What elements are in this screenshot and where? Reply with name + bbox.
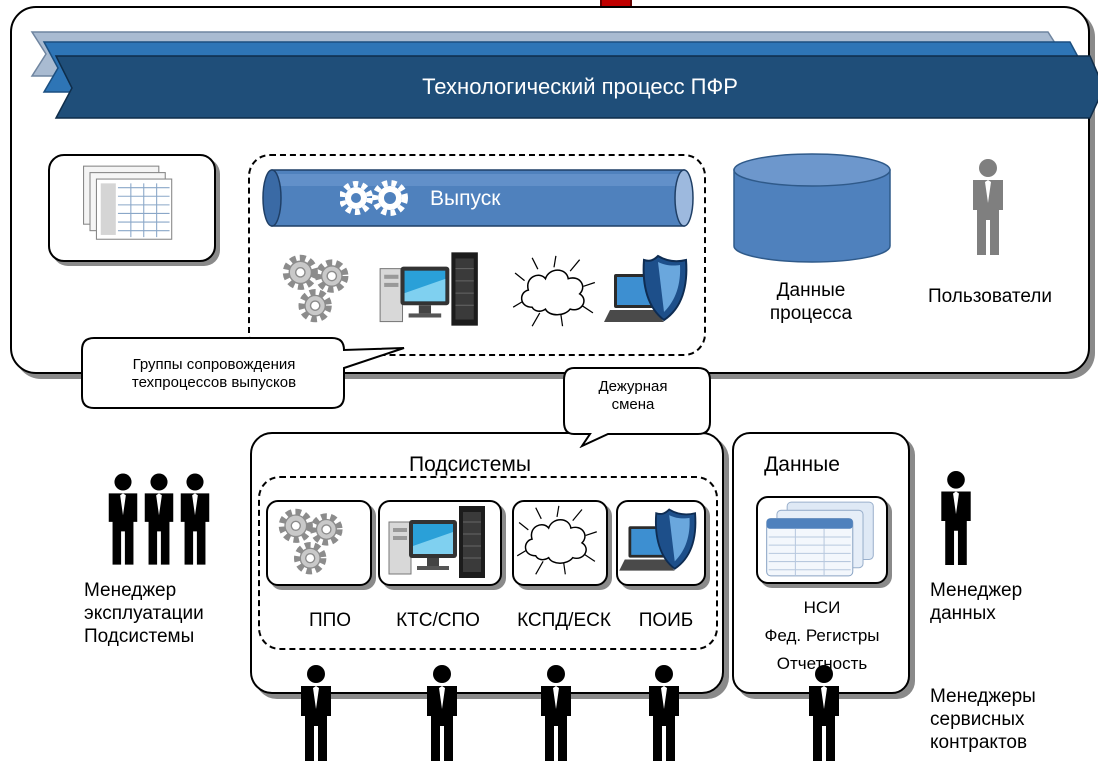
contract-manager-person-icon	[804, 664, 844, 764]
data-item-fed-registers: Фед. Регистры	[764, 626, 880, 645]
data-manager-person-icon	[936, 470, 976, 568]
banner-title: Технологический процесс ПФР	[422, 74, 738, 99]
server-workstation-icon	[374, 248, 486, 330]
network-cloud-icon	[514, 504, 600, 578]
subsystem-label-poib: ПОИБ	[638, 610, 694, 631]
release-gears-icon	[340, 180, 408, 216]
release-pipe	[262, 169, 694, 227]
contract-managers-label: Менеджеры сервисных контрактов	[930, 686, 1036, 753]
duty-shift-text: Дежурная смена	[598, 378, 668, 413]
users-label: Пользователи	[927, 286, 1052, 307]
ops-manager-person-icon	[104, 472, 142, 568]
subsystems-title: Подсистемы	[409, 453, 531, 476]
nsi-tables-icon	[762, 498, 880, 580]
subsystems-dashed-group	[258, 476, 718, 650]
ops-manager-person-icon	[140, 472, 178, 568]
subsystem-label-kspd-esk: КСПД/ЕСК	[517, 610, 611, 631]
process-data-cylinder	[733, 153, 891, 263]
data-item-nsi: НСИ	[803, 598, 841, 617]
release-group	[248, 154, 706, 356]
security-shield-icon	[616, 504, 702, 578]
data-panel-title: Данные	[764, 453, 840, 476]
server-workstation-icon	[382, 502, 494, 582]
ops-manager-label: Менеджер эксплуатации Подсистемы	[84, 580, 204, 647]
duty-shift-callout	[563, 367, 711, 448]
data-manager-label: Менеджер данных	[930, 580, 1023, 624]
gears-icon	[280, 252, 354, 326]
ops-manager-person-icon	[176, 472, 214, 568]
contract-manager-person-icon	[296, 664, 336, 764]
spreadsheet-icon	[78, 164, 188, 250]
process-data-label: Данные процесса	[769, 280, 853, 324]
contract-manager-person-icon	[422, 664, 462, 764]
support-groups-text: Группы сопровождения техпроцессов выпуск…	[131, 356, 297, 391]
network-cloud-icon	[510, 254, 598, 330]
gears-icon	[276, 506, 348, 578]
process-banner	[30, 31, 1098, 119]
data-item-reporting: Отчетность	[776, 654, 868, 673]
release-label: Выпуск	[430, 187, 501, 210]
contract-manager-person-icon	[536, 664, 576, 764]
security-shield-icon	[600, 250, 694, 330]
users-person-icon	[968, 158, 1008, 258]
subsystem-label-kts-spo: КТС/СПО	[396, 610, 480, 631]
subsystem-label-ppo: ППО	[308, 610, 352, 631]
contract-manager-person-icon	[644, 664, 684, 764]
support-groups-callout	[81, 337, 405, 409]
